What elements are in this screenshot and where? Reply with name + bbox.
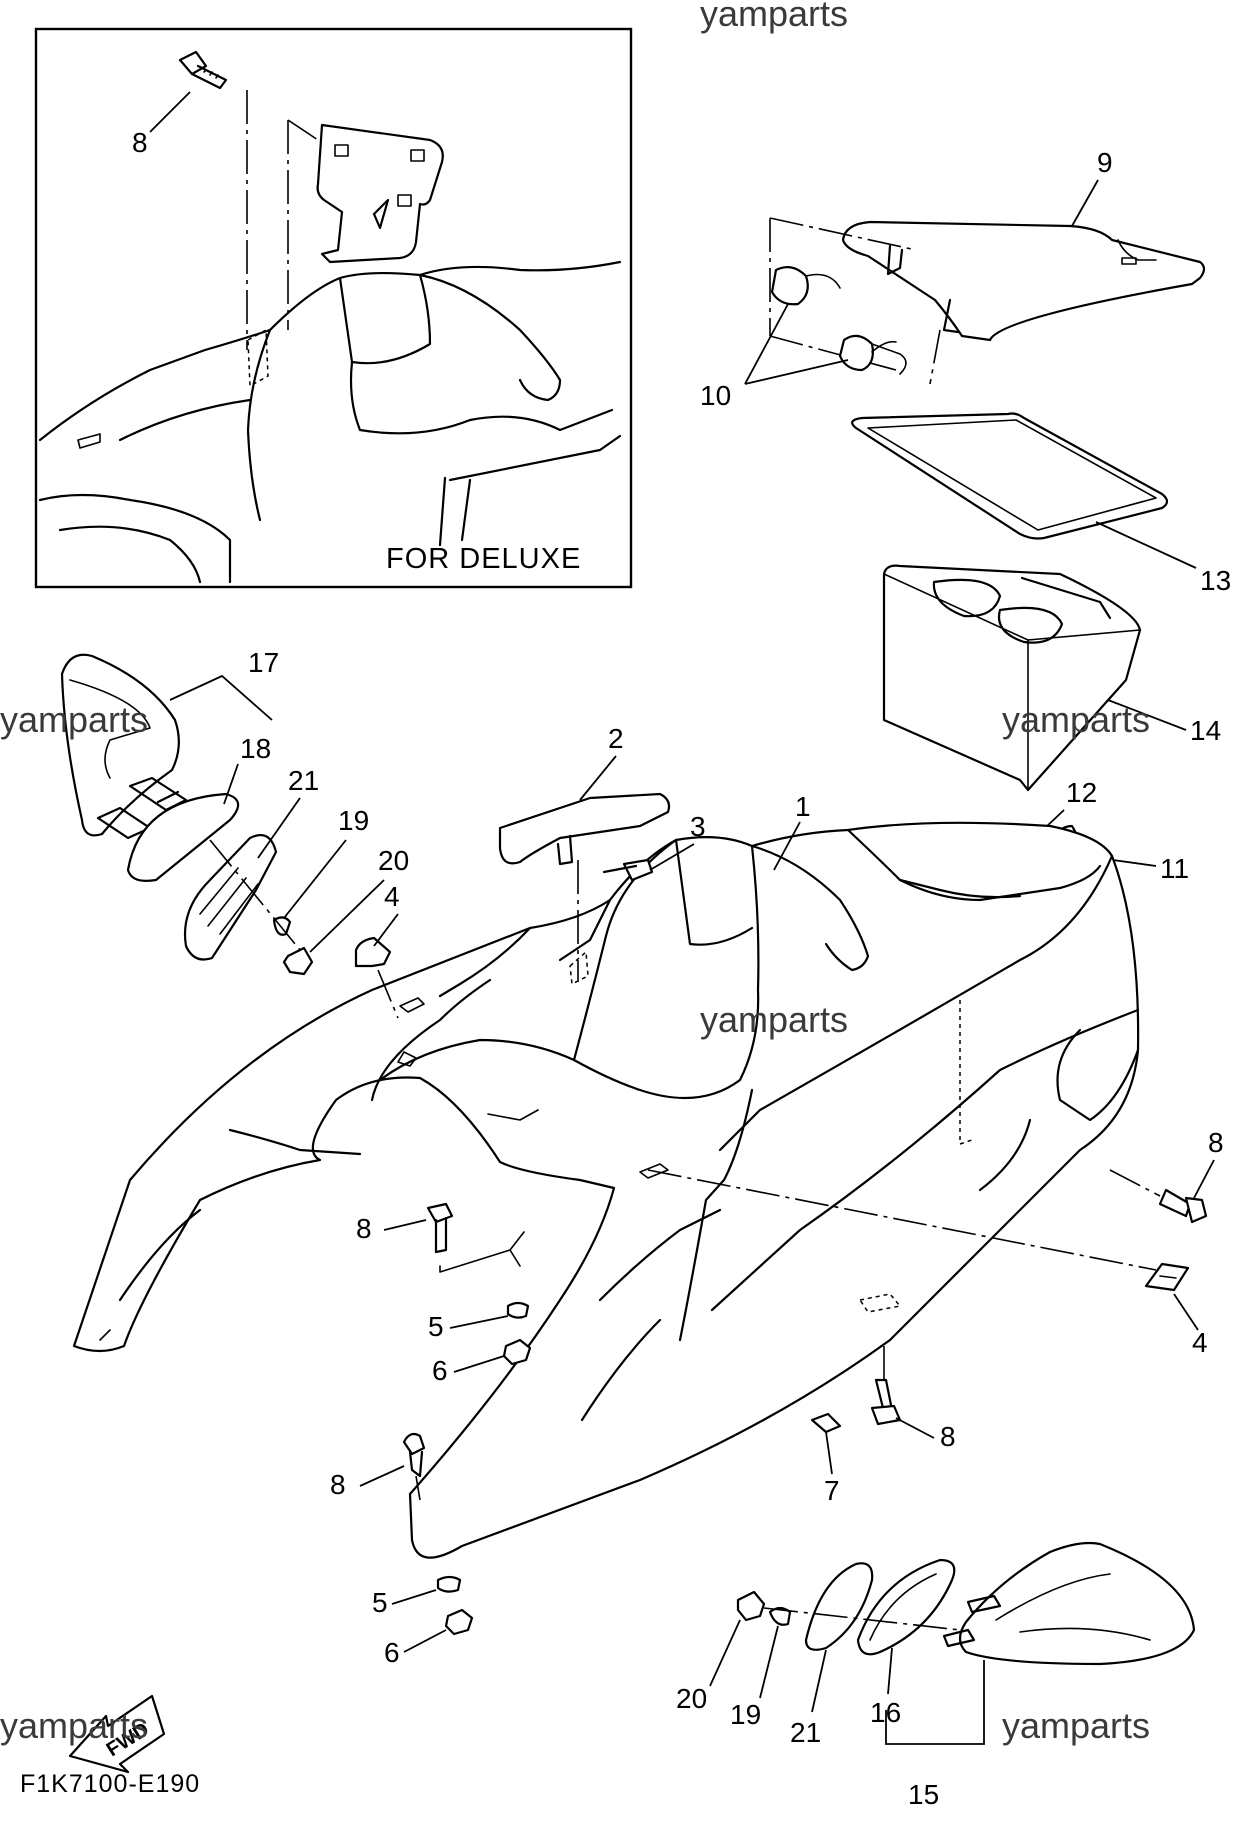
hull-cover-icon bbox=[72, 821, 1140, 1559]
deluxe-seat-group: 9 10 13 bbox=[700, 147, 1231, 596]
callout-21-left: 21 bbox=[288, 765, 319, 796]
bolt-icon-left-low bbox=[402, 1432, 426, 1478]
callout-15: 15 bbox=[908, 1779, 939, 1810]
inset-bolt-icon bbox=[178, 50, 228, 90]
watermark: yamparts bbox=[0, 1705, 148, 1746]
diagram-code: F1K7100-E190 bbox=[20, 1770, 200, 1798]
grab-handle-icon bbox=[498, 792, 671, 865]
bolt-icon-lower bbox=[870, 1378, 902, 1426]
right-mirror-housing-icon bbox=[958, 1541, 1196, 1666]
callout-10: 10 bbox=[700, 380, 731, 411]
seat-lock-latch-icon bbox=[770, 265, 907, 375]
watermark: yamparts bbox=[700, 999, 848, 1040]
callout-11: 11 bbox=[1160, 853, 1189, 884]
callout-12: 12 bbox=[1066, 777, 1097, 808]
callout-18: 18 bbox=[240, 733, 271, 764]
right-mirror-group: 20 19 21 16 15 bbox=[676, 1541, 1196, 1810]
callout-19-right: 19 bbox=[730, 1699, 761, 1730]
inset-caption: FOR DELUXE bbox=[386, 543, 581, 575]
left-fasteners-group: 8 5 6 8 5 6 bbox=[330, 1202, 532, 1668]
callout-8-lower-right: 8 bbox=[940, 1421, 956, 1452]
callout-3: 3 bbox=[690, 811, 706, 842]
inset-hull-outline bbox=[38, 260, 622, 584]
callout-5-lower: 5 bbox=[372, 1587, 388, 1618]
seat-cover-icon bbox=[841, 220, 1206, 342]
callout-13: 13 bbox=[1200, 565, 1231, 596]
callout-21-right: 21 bbox=[790, 1717, 821, 1748]
bolt-icon bbox=[1158, 1188, 1208, 1224]
callout-5-upper: 5 bbox=[428, 1311, 444, 1342]
callout-19-left: 19 bbox=[338, 805, 369, 836]
grab-handle-group: 2 3 4 bbox=[354, 723, 706, 1019]
callout-7: 7 bbox=[824, 1475, 840, 1506]
callout-8-inset: 8 bbox=[132, 127, 148, 158]
inset-frame bbox=[34, 27, 633, 589]
callout-6-upper: 6 bbox=[432, 1355, 448, 1386]
callout-1: 1 bbox=[795, 791, 811, 822]
storage-bin-group: 14 bbox=[882, 564, 1221, 792]
callout-17: 17 bbox=[248, 647, 279, 678]
callout-4-top: 4 bbox=[384, 881, 400, 912]
right-mirror-gasket-icon bbox=[856, 1558, 956, 1656]
mirror-gasket-icon bbox=[126, 792, 240, 882]
lower-fasteners-group: 7 8 bbox=[810, 1346, 956, 1506]
watermark: yamparts bbox=[700, 0, 848, 34]
watermark: yamparts bbox=[0, 699, 148, 740]
right-fasteners-group: 8 4 bbox=[647, 1127, 1224, 1358]
callout-20-right: 20 bbox=[676, 1683, 707, 1714]
right-mirror-backplate-icon bbox=[804, 1562, 874, 1651]
storage-bin-icon bbox=[882, 564, 1142, 792]
watermark: yamparts bbox=[1002, 1705, 1150, 1746]
callout-8-left-mid: 8 bbox=[356, 1213, 372, 1244]
callout-14: 14 bbox=[1190, 715, 1221, 746]
callout-8-right: 8 bbox=[1208, 1127, 1224, 1158]
watermark: yamparts bbox=[1002, 699, 1150, 740]
callout-8-left-low: 8 bbox=[330, 1469, 346, 1500]
callout-20-left: 20 bbox=[378, 845, 409, 876]
inset-bracket-icon bbox=[316, 123, 444, 264]
left-mirror-group: 17 18 21 19 20 bbox=[60, 647, 409, 976]
callout-2: 2 bbox=[608, 723, 624, 754]
callout-9: 9 bbox=[1097, 147, 1113, 178]
clip-icon bbox=[354, 936, 392, 968]
mirror-housing-icon bbox=[60, 653, 180, 837]
watermarks: yamparts yamparts yamparts yamparts yamp… bbox=[0, 0, 1150, 1746]
bolt-icon-left-mid bbox=[426, 1202, 454, 1254]
deluxe-inset: 8 FOR DELUXE bbox=[34, 27, 633, 589]
hull-cover-group: 1 bbox=[72, 791, 1140, 1559]
seat-mat-icon bbox=[851, 412, 1169, 540]
callout-4-right: 4 bbox=[1192, 1327, 1208, 1358]
callout-6-lower: 6 bbox=[384, 1637, 400, 1668]
